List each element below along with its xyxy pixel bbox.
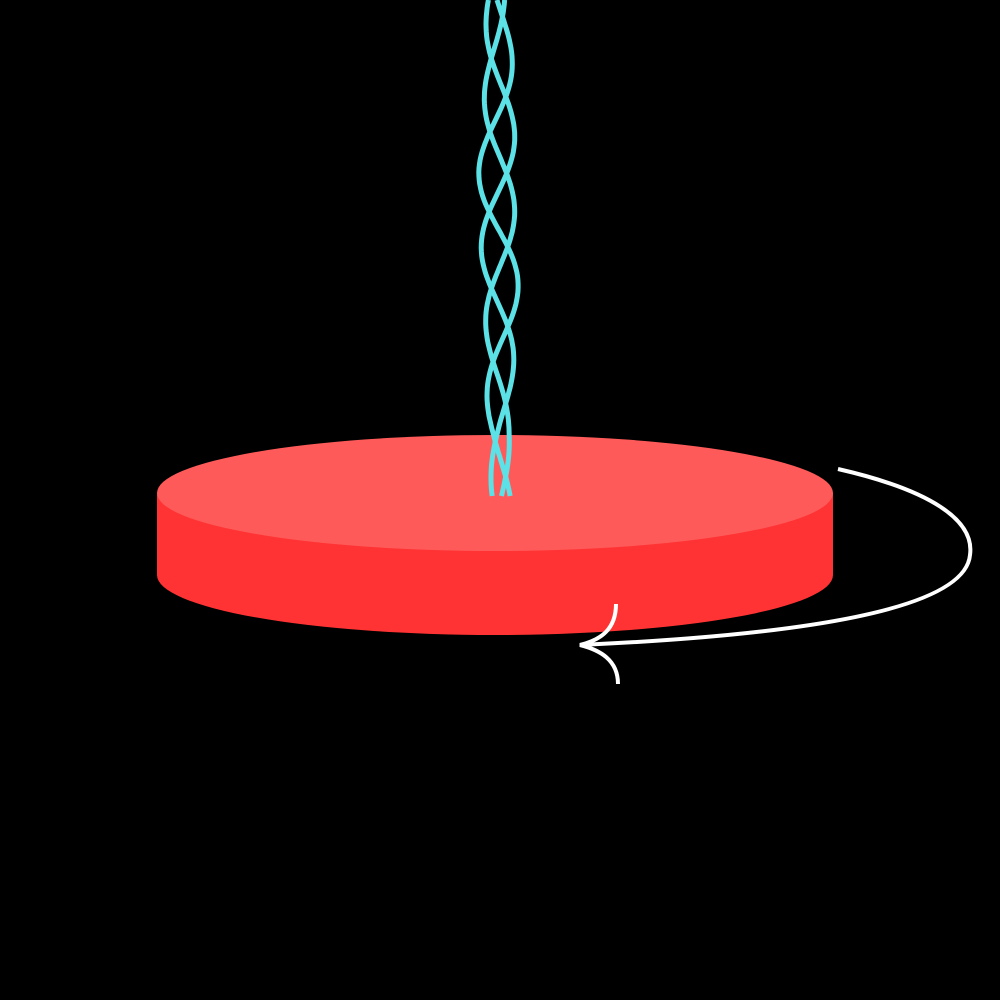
rotation-arrow-arc (579, 467, 973, 647)
rotation-arrow-head (579, 603, 620, 685)
twisted-string (476, 0, 521, 497)
clockwise-rotation-arrow-icon (579, 467, 973, 685)
string-strand (478, 0, 518, 497)
string-strand (481, 0, 518, 497)
disc-top (157, 435, 833, 551)
